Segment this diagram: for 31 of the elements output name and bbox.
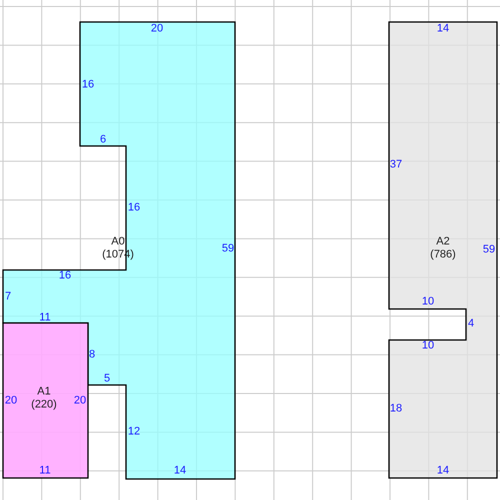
room-name: A2 <box>436 236 450 248</box>
area-value: (220) <box>31 398 57 412</box>
dimension-label: 59 <box>222 242 234 256</box>
dimension-label: 10 <box>422 340 434 352</box>
dimension-label: 11 <box>39 312 51 324</box>
dimension-label: 16 <box>82 78 94 92</box>
dimension-label: 5 <box>104 372 110 386</box>
dimension-label: 37 <box>390 158 402 172</box>
dimension-label: 6 <box>100 134 106 146</box>
room-name: A1 <box>37 386 51 398</box>
dimension-label: 12 <box>128 426 140 438</box>
room-name: A0 <box>111 236 125 248</box>
dimension-label: 14 <box>174 464 186 478</box>
dimension-label: 20 <box>150 22 164 36</box>
dimension-label: 8 <box>88 348 96 362</box>
room-area <box>3 22 235 479</box>
dimension-label: 4 <box>468 318 474 330</box>
dimension-label: 16 <box>58 270 72 282</box>
room-area <box>3 323 88 478</box>
room-area <box>389 22 497 478</box>
dimension-label: 14 <box>436 22 450 36</box>
dimension-label: 20 <box>74 394 86 408</box>
dimension-label: 18 <box>390 402 402 416</box>
dimension-label: 20 <box>4 394 18 408</box>
dimension-label: 11 <box>39 464 51 478</box>
dimension-label: 16 <box>128 202 140 214</box>
area-value: (786) <box>430 248 456 262</box>
dimension-label: 10 <box>422 296 434 308</box>
dimension-label: 7 <box>4 290 12 304</box>
dimension-label: 59 <box>482 244 496 256</box>
dimension-label: 14 <box>436 464 450 478</box>
